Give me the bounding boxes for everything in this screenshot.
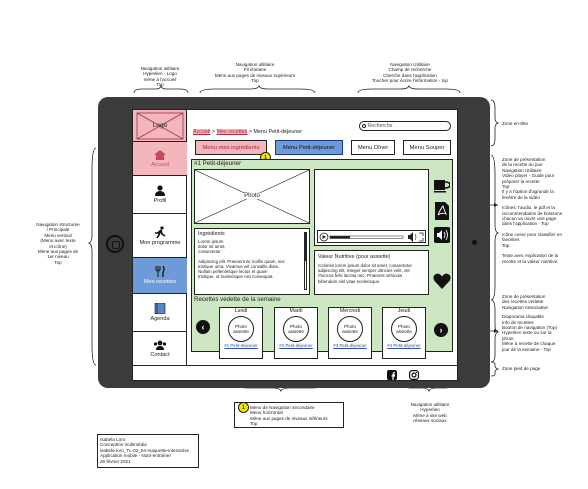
coffee-cup-icon[interactable] (434, 179, 450, 193)
person-icon (155, 185, 165, 196)
facebook-icon[interactable] (387, 370, 397, 380)
day-card-wednesday[interactable]: Mercredi Photo assiette #3 Petit-déjeune… (328, 307, 372, 359)
video-player[interactable] (314, 169, 429, 246)
heart-icon[interactable] (433, 273, 451, 289)
cutlery-icon (155, 266, 165, 277)
sidebar-item-recipes[interactable]: Mes recettes (133, 258, 187, 294)
featured-title: Recettes vedette de la semaine (194, 296, 281, 303)
scrollbar[interactable] (304, 232, 307, 290)
prev-arrow-icon[interactable]: ‹ (196, 320, 210, 334)
home-icon (154, 149, 166, 160)
day-card-monday[interactable]: Lundi Photo assiette #1 Petit-déjeuner (219, 307, 263, 359)
camera-icon (472, 240, 477, 245)
sidebar-item-profile[interactable]: Profil (133, 176, 187, 214)
tab-supper[interactable]: Menu Souper (403, 140, 451, 155)
sidebar-item-program[interactable]: Mon programme (133, 214, 187, 258)
sidebar-item-contact[interactable]: Contact (133, 332, 187, 365)
breadcrumb-home[interactable]: Accueil (193, 129, 211, 135)
logo[interactable]: Logo (133, 110, 187, 142)
breadcrumb: Accueil > Mes recettes > Menu Petit-déje… (193, 129, 303, 135)
logo-label: Logo (152, 122, 168, 129)
instagram-icon[interactable] (409, 370, 419, 380)
breadcrumb-current: > Menu Petit-déjeuner (248, 129, 303, 135)
home-button-icon[interactable] (106, 235, 124, 253)
main-nav: Accueil Profil Mon programme Mes recette… (133, 142, 187, 365)
play-icon (319, 232, 329, 242)
recipe-photo: Photo (194, 169, 310, 224)
breadcrumb-recipes[interactable]: Mes recettes (216, 129, 248, 135)
footer (133, 365, 457, 380)
search-input[interactable]: Recherche (359, 121, 451, 131)
tab-ingredients[interactable]: Menu mes ingrédients (195, 140, 267, 155)
day-card-thursday[interactable]: Jeudi Photo assiette #4 Petit-déjeuner (382, 307, 426, 359)
annotation-main-nav: Navigation structurée/ Principale Menu v… (36, 222, 80, 265)
annotation-header-zone: Zone en-tête (502, 121, 529, 126)
audio-icon[interactable] (434, 227, 450, 243)
sidebar-item-agenda[interactable]: Agenda (133, 294, 187, 332)
app-screen: Logo Accueil > Mes recettes > Menu Petit… (132, 109, 458, 381)
badge-icon: 1 (238, 402, 249, 413)
contacts-icon (153, 340, 167, 350)
day-card-tuesday[interactable]: Mardi Photo assiette #2 Petit-déjeuner (274, 307, 318, 359)
annotation-footer-zone: Zone pied de page (502, 366, 541, 371)
pdf-icon[interactable] (434, 202, 450, 220)
tab-dinner[interactable]: Menu Dîner (351, 140, 395, 155)
nutrition-box: Valeur Nutritive (pour assiette) Colorie… (314, 250, 429, 295)
tab-breakfast[interactable]: Menu Petit-déjeuner (275, 140, 343, 155)
next-arrow-icon[interactable]: › (434, 323, 448, 337)
book-icon (154, 303, 166, 314)
sidebar-item-home[interactable]: Accueil (133, 142, 187, 176)
recipe-title: #1 Petit-déjeuner (194, 160, 242, 167)
runner-icon (155, 225, 166, 238)
search-icon (362, 123, 366, 128)
search-placeholder: Recherche (367, 123, 393, 129)
